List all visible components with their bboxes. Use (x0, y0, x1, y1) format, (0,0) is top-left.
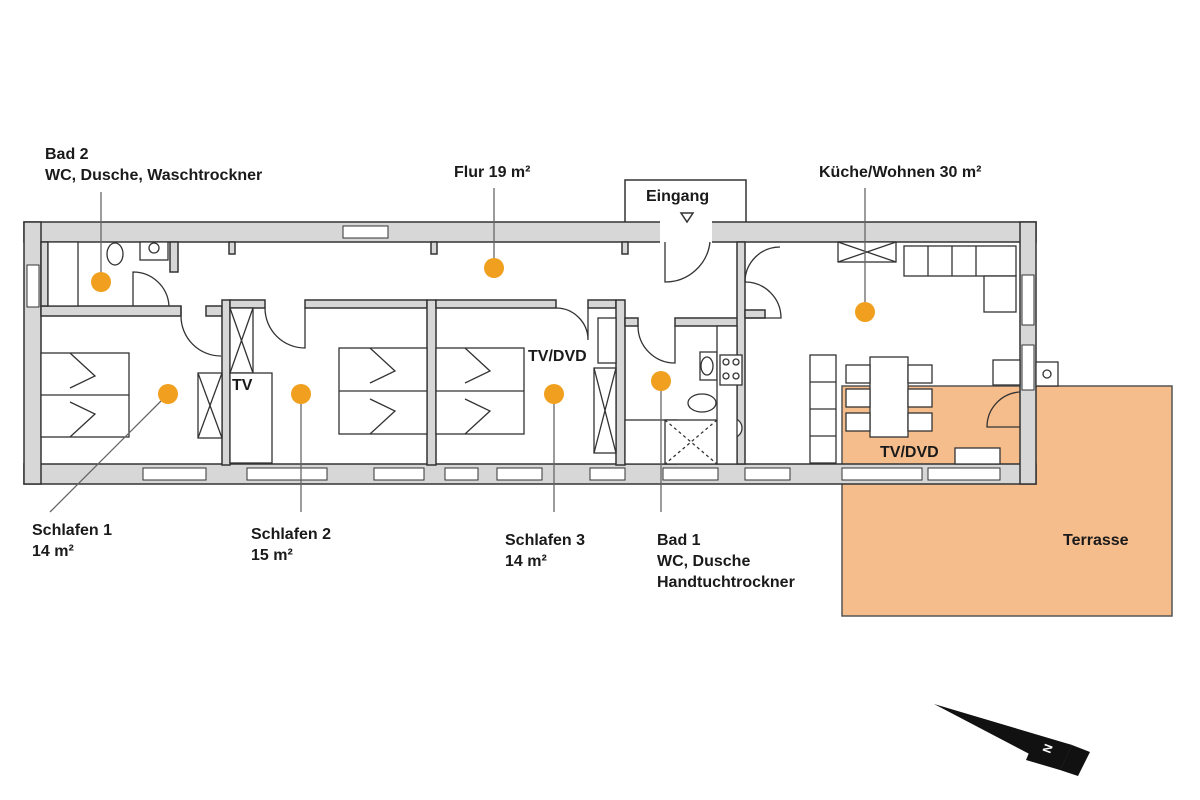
room-markers (91, 258, 875, 404)
wardrobes (197, 241, 897, 464)
beds (40, 347, 525, 438)
label-flur: Flur 19 m² (454, 164, 531, 181)
label-tv-schlafen3: TV/DVD (528, 348, 587, 365)
kitchen-units (719, 245, 1059, 465)
label-schlafen3: Schlafen 3 14 m² (505, 532, 586, 570)
room-marker-dot (484, 258, 504, 278)
room-marker-dot (291, 384, 311, 404)
label-bad1: Bad 1 WC, Dusche Handtuchtrockner (657, 532, 795, 591)
label-tv-wohnen: TV/DVD (880, 444, 939, 461)
room-marker-dot (544, 384, 564, 404)
leader-lines (49, 188, 866, 513)
windows (26, 225, 1035, 481)
room-marker-dot (855, 302, 875, 322)
bad2-fixtures (47, 241, 169, 307)
entrance-porch (624, 179, 747, 224)
bad1-fixtures (624, 325, 743, 465)
entrance-opening (660, 221, 712, 243)
label-tv-schlafen2: TV (232, 377, 253, 394)
label-bad2: Bad 2 WC, Dusche, Waschtrockner (45, 146, 263, 184)
door-swings (132, 241, 1021, 428)
label-terrasse: Terrasse (1063, 532, 1129, 549)
label-schlafen2: Schlafen 2 15 m² (251, 526, 332, 564)
label-kueche-wohnen: Küche/Wohnen 30 m² (819, 164, 982, 181)
label-schlafen1: Schlafen 1 14 m² (32, 522, 113, 560)
room-marker-dot (651, 371, 671, 391)
north-arrow-icon: N (934, 704, 1090, 776)
room-marker-dot (91, 272, 111, 292)
label-eingang: Eingang (646, 188, 710, 205)
room-marker-dot (158, 384, 178, 404)
